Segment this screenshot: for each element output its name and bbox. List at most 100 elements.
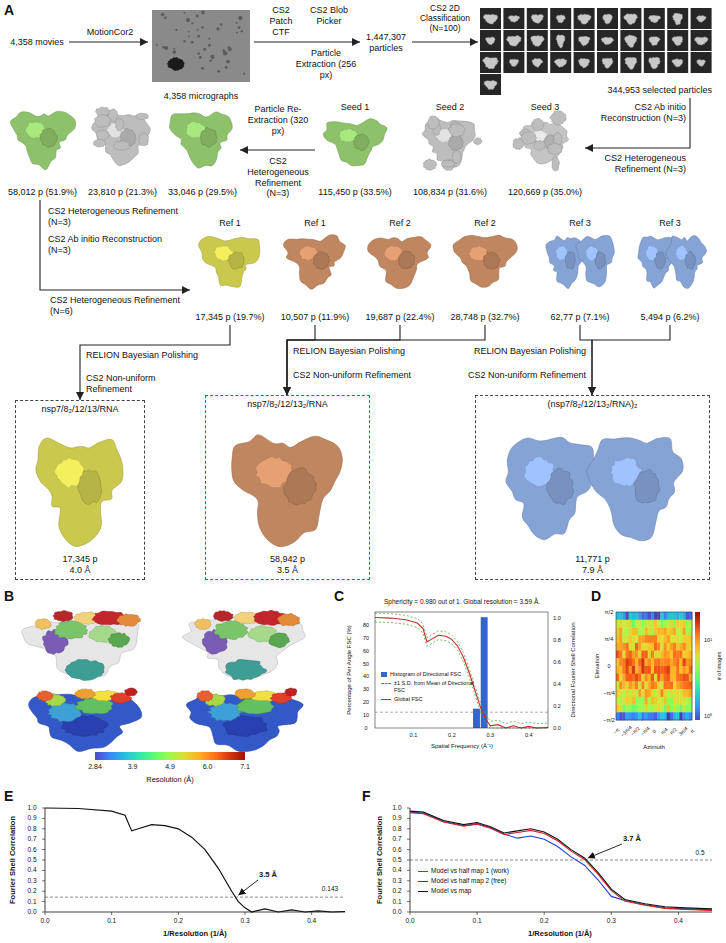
heatmap-cell bbox=[679, 635, 682, 643]
heatmap-cell bbox=[619, 651, 622, 659]
density-map bbox=[92, 113, 150, 166]
heatmap-cell bbox=[626, 658, 629, 666]
heatmap-cell bbox=[679, 681, 682, 689]
class-average-particle bbox=[578, 14, 592, 24]
axis-tick: 0.8 bbox=[553, 636, 561, 643]
noise-density bbox=[139, 133, 149, 146]
heatmap-cell bbox=[657, 658, 660, 666]
particle-dot bbox=[208, 38, 210, 40]
heatmap-cell bbox=[683, 627, 686, 635]
heatmap-cell bbox=[686, 697, 689, 705]
heatmap-cell bbox=[664, 635, 667, 643]
axis-tick: π/2 bbox=[668, 726, 678, 736]
heatmap-cell bbox=[616, 651, 619, 659]
heatmap-cell bbox=[654, 658, 657, 666]
heatmap-cell bbox=[641, 681, 644, 689]
particle-dot bbox=[210, 55, 214, 59]
class-average-tile bbox=[480, 8, 501, 29]
heatmap-cell bbox=[626, 627, 629, 635]
tick-mark bbox=[42, 860, 45, 861]
plot-title: Sphericity = 0.980 out of 1. Global reso… bbox=[384, 598, 540, 606]
panel-letter: E bbox=[4, 788, 13, 805]
node-text: nsp7/8₂/12/13₂/RNA bbox=[209, 399, 366, 410]
particle-step: 1,447,307 particles bbox=[360, 29, 412, 56]
heatmap-cell bbox=[654, 635, 657, 643]
heatmap-cell bbox=[679, 643, 682, 651]
axis-tick: 0.3 bbox=[607, 917, 616, 925]
heatmap-cell bbox=[641, 658, 644, 666]
heatmap-cell bbox=[654, 705, 657, 713]
map-shading bbox=[634, 470, 660, 503]
tick-mark bbox=[42, 891, 45, 892]
particle-dot bbox=[222, 49, 225, 52]
particle-dot bbox=[173, 48, 175, 50]
map-region bbox=[197, 691, 213, 702]
axis-tick: 0.2 bbox=[174, 917, 183, 925]
heatmap-cell bbox=[638, 658, 641, 666]
heatmap-cell bbox=[616, 697, 619, 705]
seed-map: Seed 2108,834 p (31.6%) bbox=[410, 100, 490, 200]
heatmap-cell bbox=[622, 689, 625, 697]
particle-dot bbox=[201, 26, 204, 29]
noise-density bbox=[533, 141, 545, 151]
class-map: 58,012 p (51.9%) bbox=[5, 100, 80, 200]
particle-dot bbox=[201, 67, 204, 70]
class-average-particle bbox=[649, 57, 660, 69]
flow-arrow bbox=[592, 325, 670, 395]
legend-item: Model vs half map 2 (free) bbox=[418, 877, 581, 885]
heatmap-cell bbox=[635, 697, 638, 705]
histogram-bar bbox=[473, 709, 480, 728]
heatmap-cell bbox=[626, 697, 629, 705]
particle-dot bbox=[183, 12, 185, 14]
map-region bbox=[53, 611, 73, 622]
heatmap-cell bbox=[616, 635, 619, 643]
heatmap-cell bbox=[683, 635, 686, 643]
tick-mark bbox=[42, 849, 45, 850]
heatmap-cell bbox=[657, 689, 660, 697]
colorbar-tick: 7.1 bbox=[240, 763, 250, 771]
axis-title: 1/Resolution (1/Å) bbox=[163, 929, 227, 938]
heatmap-cell bbox=[667, 658, 670, 666]
axis-title: Fourier Shell Correlation bbox=[375, 816, 384, 904]
heatmap-cell bbox=[654, 697, 657, 705]
heatmap-cell bbox=[635, 705, 638, 713]
heatmap-cell bbox=[683, 658, 686, 666]
heatmap-cell bbox=[660, 620, 663, 628]
step-label: CS2 Heterogeneous Refinement (N=6) bbox=[50, 295, 185, 317]
tick-mark bbox=[678, 912, 679, 915]
particle-dot bbox=[191, 22, 193, 24]
heatmap-cell bbox=[686, 620, 689, 628]
heatmap-cell bbox=[648, 666, 651, 674]
particle-dot bbox=[209, 60, 212, 63]
heatmap-cell bbox=[641, 643, 644, 651]
heatmap-cell bbox=[664, 658, 667, 666]
heatmap-cell bbox=[676, 635, 679, 643]
heatmap-cell bbox=[632, 635, 635, 643]
axis-tick: 0.1 bbox=[473, 917, 482, 925]
particle-dot bbox=[162, 46, 165, 49]
heatmap-cell bbox=[673, 681, 676, 689]
heatmap-cell bbox=[686, 681, 689, 689]
axis-tick: π/4 bbox=[605, 636, 613, 643]
micrograph-image bbox=[152, 10, 250, 82]
noise-density bbox=[113, 141, 130, 151]
pointer-arrow bbox=[588, 844, 622, 858]
heatmap-cell bbox=[641, 612, 644, 620]
heatmap-cell bbox=[632, 705, 635, 713]
heatmap-cell bbox=[638, 681, 641, 689]
class-average-particle bbox=[556, 35, 565, 48]
heatmap-cell bbox=[641, 689, 644, 697]
particle-dot bbox=[186, 18, 190, 22]
axis-tick: 0.3 bbox=[487, 732, 495, 739]
heatmap-cell bbox=[619, 612, 622, 620]
heatmap-cell bbox=[673, 643, 676, 651]
heatmap-cell bbox=[664, 666, 667, 674]
heatmap-cell bbox=[686, 612, 689, 620]
heatmap-cell bbox=[638, 666, 641, 674]
tick-mark bbox=[42, 818, 45, 819]
heatmap-cell bbox=[638, 620, 641, 628]
axis-tick: 0.6 bbox=[553, 658, 561, 665]
colorbar-tick: 4.9 bbox=[165, 763, 175, 771]
heatmap-cell bbox=[660, 674, 663, 682]
axis-tick: 0.4 bbox=[27, 866, 36, 874]
